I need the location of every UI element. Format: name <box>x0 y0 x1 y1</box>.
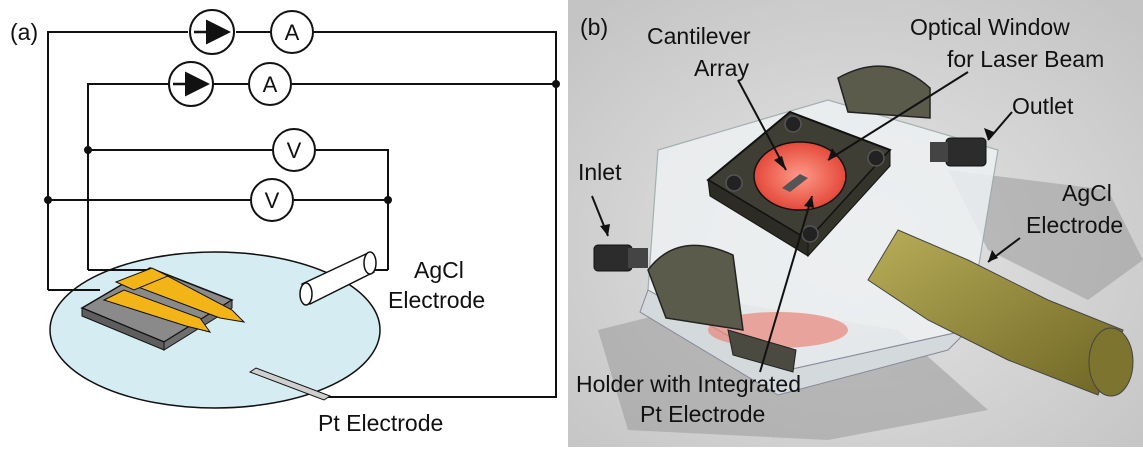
circuit-diagram: (a) <box>10 9 560 436</box>
svg-text:V: V <box>265 188 280 213</box>
inlet-label: Inlet <box>578 159 622 185</box>
voltmeter-icon: V <box>272 128 316 172</box>
panel-b-3d-render: (b) Cantilever Array Optical Window for … <box>568 0 1143 447</box>
outlet-connector <box>930 137 987 167</box>
cantilever-chip <box>80 267 246 351</box>
agcl-electrode-rod <box>867 229 1134 397</box>
holder-label-line1: Holder with Integrated <box>576 371 801 397</box>
current-source-icon <box>189 9 235 55</box>
agcl-label-line2: Electrode <box>388 287 485 313</box>
optical-window-label-line1: Optical Window <box>910 14 1070 40</box>
ammeter-icon: A <box>270 10 314 54</box>
svg-text:V: V <box>287 138 302 163</box>
side-holders <box>647 65 931 373</box>
voltmeter-icon: V <box>250 178 294 222</box>
inlet-connector <box>593 244 648 272</box>
agcl-label-line1: AgCl <box>1062 180 1112 206</box>
current-source-icon <box>168 61 214 107</box>
panel-b-tag: (b) <box>580 14 608 40</box>
agcl-electrode-tube <box>299 251 377 306</box>
window-holder <box>706 110 892 258</box>
cell-render: (b) Cantilever Array Optical Window for … <box>568 0 1143 447</box>
agcl-label-line2: Electrode <box>1026 212 1123 238</box>
optical-window-label-line2: for Laser Beam <box>947 46 1104 72</box>
svg-text:A: A <box>285 20 300 45</box>
cantilever-array-chip <box>782 174 808 192</box>
panel-a-tag: (a) <box>10 19 38 45</box>
cantilever-label-line2: Array <box>694 55 749 81</box>
arrow-icon <box>600 128 998 262</box>
holder-label-line2: Pt Electrode <box>640 401 765 427</box>
pt-electrode-label: Pt Electrode <box>318 410 443 436</box>
junction-dots <box>44 80 560 204</box>
cantilever-label-line1: Cantilever <box>647 23 751 49</box>
outlet-label: Outlet <box>1012 93 1074 119</box>
pt-electrode-strip <box>248 367 332 401</box>
agcl-label-line1: AgCl <box>414 257 464 283</box>
svg-text:A: A <box>263 72 278 97</box>
ammeter-icon: A <box>248 62 292 106</box>
panel-a-circuit-schematic: (a) <box>0 0 568 447</box>
